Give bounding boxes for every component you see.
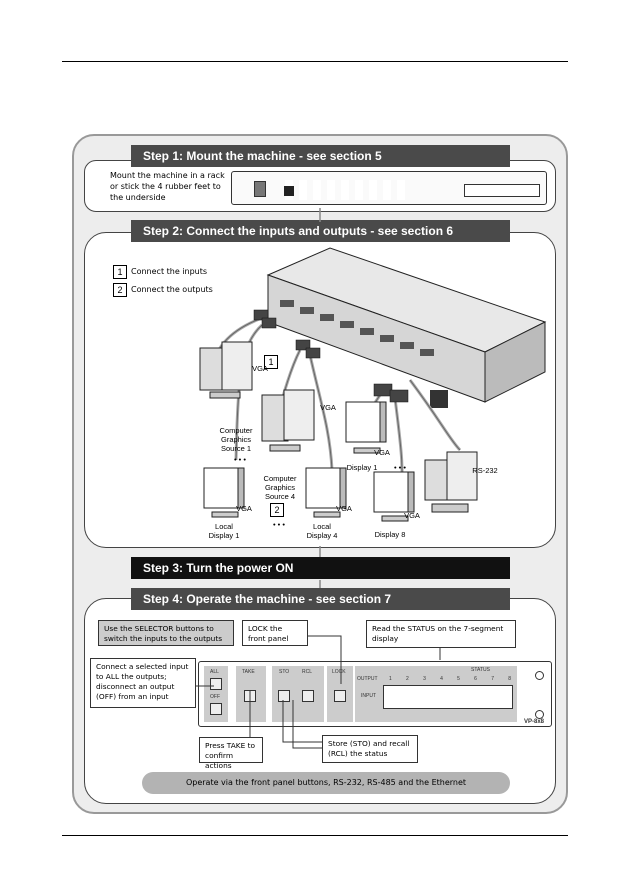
power-switch-small	[254, 181, 266, 197]
status-display-small	[464, 184, 540, 197]
output-numbers: 1 2 3 4 5 6 7 8	[389, 676, 511, 682]
output-number: 2	[406, 676, 409, 682]
callout-take: Press TAKE to confirm actions	[199, 737, 263, 770]
output-number: 5	[457, 676, 460, 682]
display1-label: Display 1	[346, 463, 378, 472]
vga-label-c: VGA	[374, 448, 390, 457]
off-button[interactable]	[210, 703, 222, 715]
status-label: STATUS	[471, 667, 490, 673]
legend-label-1: Connect the inputs	[131, 267, 208, 276]
step1-text: Mount the machine in a rack or stick the…	[110, 171, 225, 202]
take-label: TAKE	[242, 669, 255, 675]
dots-c: • • •	[272, 520, 286, 529]
output-label: OUTPUT	[357, 676, 378, 682]
lock-button[interactable]	[334, 690, 346, 702]
sto-label: STO	[279, 669, 290, 675]
vga-label-e: VGA	[236, 504, 252, 513]
step2-title: Step 2: Connect the inputs and outputs -…	[131, 220, 510, 242]
output-number: 7	[491, 676, 494, 682]
vga-label-b: VGA	[320, 403, 336, 412]
display8-label: Display 8	[374, 530, 406, 539]
rcl-button[interactable]	[302, 690, 314, 702]
step3-title: Step 3: Turn the power ON	[131, 557, 510, 579]
top-rule	[62, 61, 568, 62]
sto-button[interactable]	[278, 690, 290, 702]
step1-title: Step 1: Mount the machine - see section …	[131, 145, 510, 167]
source1-label: Computer Graphics Source 1	[219, 426, 253, 453]
lock-label: LOCK	[332, 669, 346, 675]
bottom-rule	[62, 835, 568, 836]
output-number: 4	[440, 676, 443, 682]
all-button[interactable]	[210, 678, 222, 690]
legend-label-2: Connect the outputs	[131, 285, 213, 294]
kramer-logo	[284, 186, 294, 196]
machine-front-panel-small	[231, 171, 547, 205]
led-bottom	[535, 710, 544, 719]
legend-number-1: 1	[113, 265, 127, 279]
model-label: VP-8x8	[524, 719, 545, 725]
selector-buttons-small	[285, 180, 405, 200]
output-number: 6	[474, 676, 477, 682]
rs232-label: RS-232	[472, 466, 498, 475]
rcl-label: RCL	[302, 669, 313, 675]
footer-bar	[142, 772, 510, 794]
vga-label-f: VGA	[336, 504, 352, 513]
led-top	[535, 671, 544, 680]
all-label: ALL	[210, 669, 219, 675]
callout-sto: Store (STO) and recall (RCL) the status	[322, 735, 418, 763]
callout-selector: Use the SELECTOR buttons to switch the i…	[98, 620, 234, 646]
output-number: 8	[508, 676, 511, 682]
callout-status: Read the STATUS on the 7-segment display	[366, 620, 516, 648]
dots-a: • • •	[233, 455, 247, 464]
local4-label: Local Display 4	[306, 522, 338, 540]
legend-number-2: 2	[113, 283, 127, 297]
status-display	[383, 685, 513, 709]
callout-all: Connect a selected input to ALL the outp…	[90, 658, 196, 708]
input-label: INPUT	[361, 693, 376, 699]
step4-title: Step 4: Operate the machine - see sectio…	[131, 588, 510, 610]
marker-2: 2	[270, 503, 284, 517]
footer-text: Operate via the front panel buttons, RS-…	[185, 778, 467, 787]
off-label: OFF	[210, 694, 220, 700]
machine-front-panel: ALL OFF TAKE STO RCL LOCK STATUS OUTPUT …	[198, 661, 552, 727]
marker-1: 1	[264, 355, 278, 369]
vga-label-a: VGA	[252, 364, 268, 373]
dots-b: • • •	[393, 463, 407, 472]
callout-lock: LOCK the front panel	[242, 620, 308, 646]
vga-label-d: VGA	[404, 511, 420, 520]
output-number: 1	[389, 676, 392, 682]
local1-label: Local Display 1	[208, 522, 240, 540]
output-number: 3	[423, 676, 426, 682]
source4-label: Computer Graphics Source 4	[263, 474, 297, 501]
